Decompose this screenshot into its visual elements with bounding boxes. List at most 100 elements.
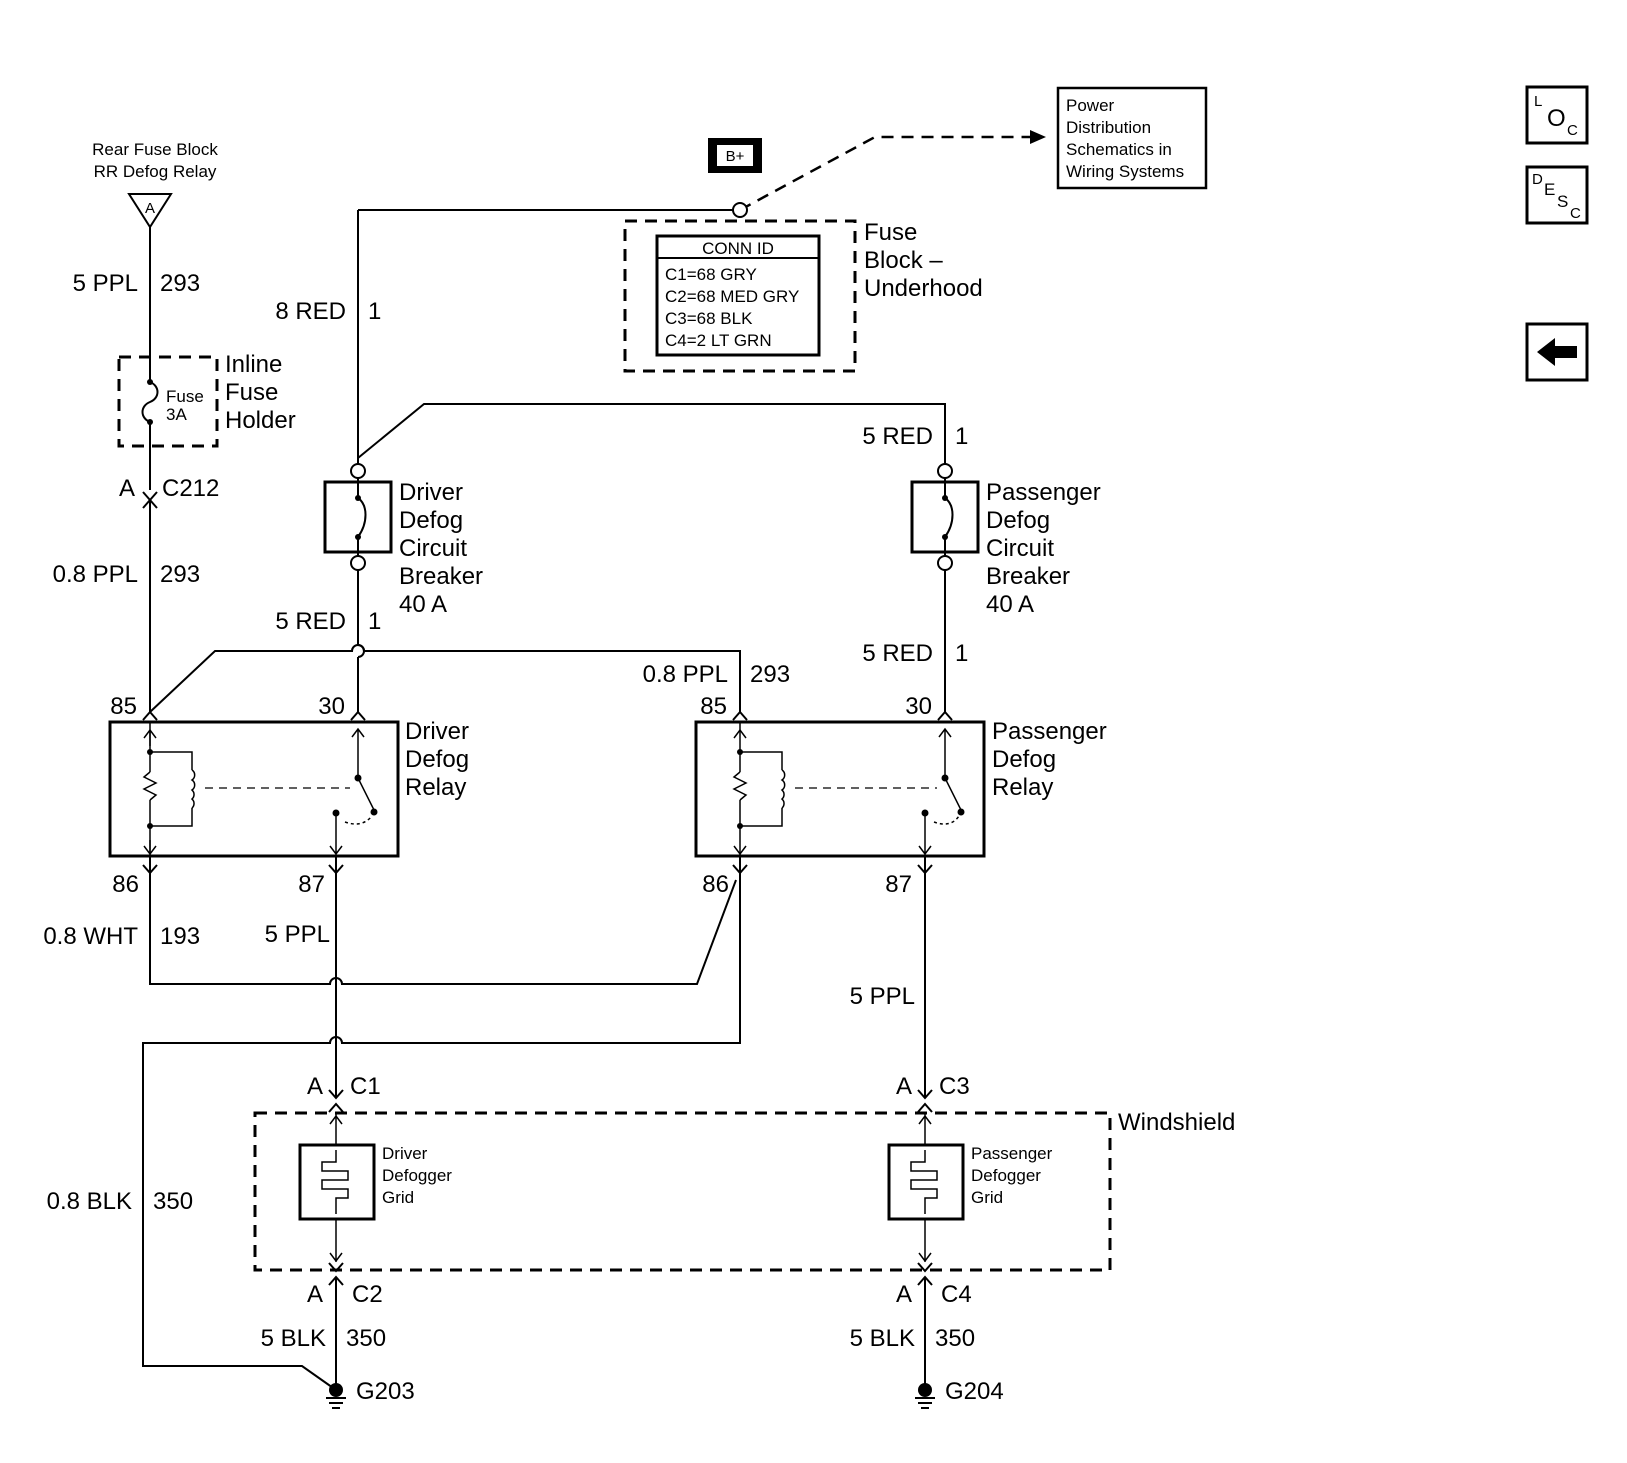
wire-label-5red-driver: 5 RED bbox=[275, 608, 346, 635]
wire-circuit-1-pass-top: 1 bbox=[955, 423, 968, 450]
wire-label-08blk: 0.8 BLK bbox=[47, 1188, 132, 1215]
left-arrow-icon bbox=[1537, 338, 1577, 366]
relay-pin-87: 87 bbox=[298, 871, 325, 898]
wire-label-5ppl-pass: 5 PPL bbox=[850, 983, 915, 1010]
wire-circuit-350: 350 bbox=[153, 1188, 193, 1215]
pass-breaker-label-2: Defog bbox=[986, 507, 1050, 534]
c212-pin: A bbox=[119, 475, 135, 502]
rear-fuse-block-label: Rear Fuse Block bbox=[92, 140, 218, 159]
wire-label-08ppl-right: 0.8 PPL bbox=[643, 661, 728, 688]
pass-relay-label-3: Relay bbox=[992, 774, 1053, 801]
inline-fuse-holder: Fuse 3A Inline Fuse Holder bbox=[117, 351, 296, 448]
wire-label-8red: 8 RED bbox=[275, 298, 346, 325]
c4-label: C4 bbox=[941, 1281, 972, 1308]
source-pin-label: A bbox=[145, 200, 155, 217]
wire-label-5ppl-driver: 5 PPL bbox=[265, 921, 330, 948]
c1-pin: A bbox=[307, 1073, 323, 1100]
driver-grid-label-2: Defogger bbox=[382, 1166, 452, 1185]
loc-button[interactable]: L O C bbox=[1525, 85, 1589, 145]
wire-label-5blk-pass: 5 BLK bbox=[850, 1325, 915, 1352]
rear-fuse-block-source: Rear Fuse Block RR Defog Relay A bbox=[92, 140, 218, 229]
driver-grid-label-1: Driver bbox=[382, 1144, 428, 1163]
pass-breaker-label-1: Passenger bbox=[986, 479, 1101, 506]
conn-id-c2: C2=68 MED GRY bbox=[665, 287, 799, 306]
grid-element-icon bbox=[321, 1150, 349, 1214]
c4-pin: A bbox=[896, 1281, 912, 1308]
relay-pin-85: 85 bbox=[110, 693, 137, 720]
fuse-rating: 3A bbox=[166, 405, 187, 424]
desc-button[interactable]: D E S C bbox=[1525, 165, 1589, 225]
driver-grid-label-3: Grid bbox=[382, 1188, 414, 1207]
rr-defog-relay-label: RR Defog Relay bbox=[94, 162, 217, 181]
power-dist-line-3: Schematics in bbox=[1066, 140, 1172, 159]
fuse-icon bbox=[141, 357, 159, 446]
wire-label-08ppl-left: 0.8 PPL bbox=[53, 561, 138, 588]
grid-element-icon bbox=[910, 1150, 938, 1214]
wire-circuit-193: 193 bbox=[160, 923, 200, 950]
passenger-defogger-grid: Passenger Defogger Grid bbox=[887, 1113, 1053, 1263]
wire-circuit-1-8red: 1 bbox=[368, 298, 381, 325]
c1-label: C1 bbox=[350, 1073, 381, 1100]
driver-breaker-label-1: Driver bbox=[399, 479, 463, 506]
power-dist-line-1: Power bbox=[1066, 96, 1115, 115]
conn-id-c3: C3=68 BLK bbox=[665, 309, 753, 328]
desc-letter-d: D bbox=[1532, 171, 1543, 188]
loc-letter-o: O bbox=[1547, 105, 1566, 132]
windshield-label: Windshield bbox=[1118, 1109, 1235, 1136]
windshield: Windshield Driver Defogger Grid Passenge… bbox=[253, 1109, 1235, 1272]
ground-label-g204: G204 bbox=[945, 1378, 1004, 1405]
pass-grid-label-3: Grid bbox=[971, 1188, 1003, 1207]
wire-label-5red-pass-top: 5 RED bbox=[862, 423, 933, 450]
relay-pin-30: 30 bbox=[318, 693, 345, 720]
wire-circuit-1-pass-bot: 1 bbox=[955, 640, 968, 667]
c3-label: C3 bbox=[939, 1073, 970, 1100]
wire-circuit-293-left: 293 bbox=[160, 561, 200, 588]
driver-breaker-label-2: Defog bbox=[399, 507, 463, 534]
driver-relay-label-2: Defog bbox=[405, 746, 469, 773]
wire-label-5blk-driver: 5 BLK bbox=[261, 1325, 326, 1352]
conn-id-c4: C4=2 LT GRN bbox=[665, 331, 772, 350]
driver-defog-relay: 85 30 Driver Defog Relay 86 87 bbox=[108, 693, 469, 898]
pass-grid-label-2: Defogger bbox=[971, 1166, 1041, 1185]
relay-pin-30: 30 bbox=[905, 693, 932, 720]
pass-grid-label-1: Passenger bbox=[971, 1144, 1053, 1163]
wire-circuit-293-right: 293 bbox=[750, 661, 790, 688]
b-plus-source: B+ bbox=[708, 138, 762, 173]
coil-icon bbox=[190, 769, 196, 809]
driver-circuit-breaker: Driver Defog Circuit Breaker 40 A bbox=[323, 463, 483, 618]
pass-relay-label-2: Defog bbox=[992, 746, 1056, 773]
relay-pin-87: 87 bbox=[885, 871, 912, 898]
wire-circuit-1-driver: 1 bbox=[368, 608, 381, 635]
back-button[interactable] bbox=[1525, 322, 1589, 382]
c3-pin: A bbox=[896, 1073, 912, 1100]
desc-letter-c: C bbox=[1570, 205, 1581, 222]
pass-breaker-label-4: Breaker bbox=[986, 563, 1070, 590]
c2-pin: A bbox=[307, 1281, 323, 1308]
driver-breaker-label-3: Circuit bbox=[399, 535, 467, 562]
relay-pin-86: 86 bbox=[702, 871, 729, 898]
wire-label-5ppl: 5 PPL bbox=[73, 270, 138, 297]
pass-relay-label-1: Passenger bbox=[992, 718, 1107, 745]
ground-g203: G203 bbox=[326, 1378, 415, 1409]
driver-breaker-rating: 40 A bbox=[399, 591, 447, 618]
fuse-block-label-2: Block – bbox=[864, 247, 943, 274]
source-triangle-icon bbox=[127, 193, 173, 229]
desc-letter-s: S bbox=[1557, 192, 1568, 211]
inline-fuse-label-2: Fuse bbox=[225, 379, 278, 406]
power-dist-line-4: Wiring Systems bbox=[1066, 162, 1184, 181]
passenger-circuit-breaker: Passenger Defog Circuit Breaker 40 A bbox=[910, 463, 1101, 618]
conn-id-c1: C1=68 GRY bbox=[665, 265, 757, 284]
ground-g204: G204 bbox=[915, 1378, 1004, 1409]
wire-label-5red-pass-bot: 5 RED bbox=[862, 640, 933, 667]
inline-fuse-label-1: Inline bbox=[225, 351, 282, 378]
coil-icon bbox=[780, 769, 786, 809]
loc-letter-c: C bbox=[1567, 122, 1578, 139]
ground-label-g203: G203 bbox=[356, 1378, 415, 1405]
relay-pin-86: 86 bbox=[112, 871, 139, 898]
power-distribution-reference: Power Distribution Schematics in Wiring … bbox=[1056, 86, 1208, 190]
c2-label: C2 bbox=[352, 1281, 383, 1308]
fuse-block-label-3: Underhood bbox=[864, 275, 983, 302]
wire-circuit-293: 293 bbox=[160, 270, 200, 297]
pass-breaker-label-3: Circuit bbox=[986, 535, 1054, 562]
